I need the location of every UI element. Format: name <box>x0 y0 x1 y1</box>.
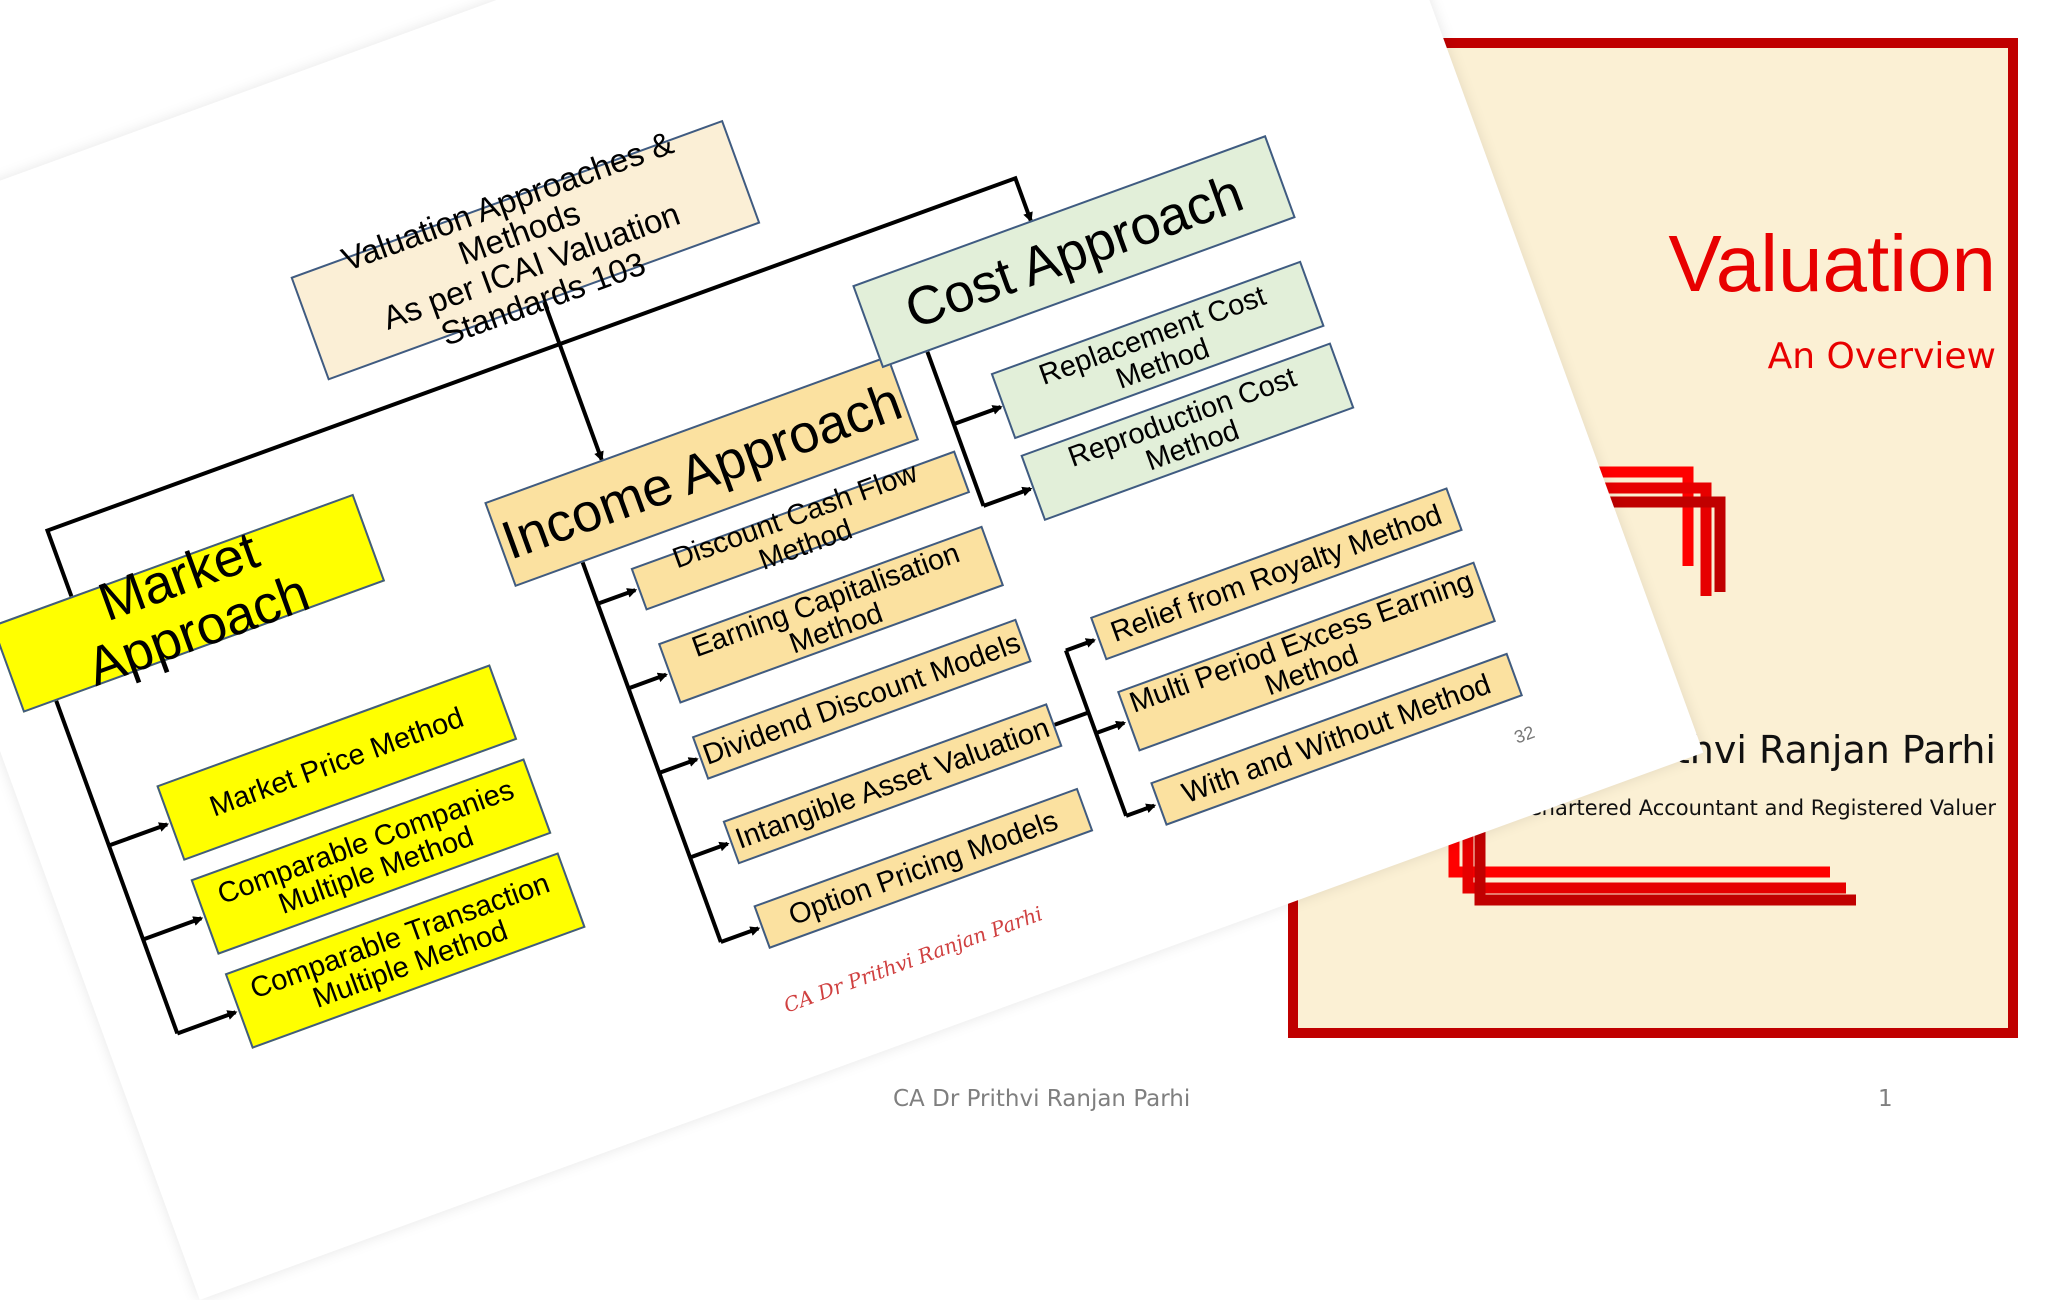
connector-lines <box>44 175 1157 1036</box>
presentation-subtitle: An Overview <box>1767 336 1996 377</box>
author-role: Chartered Accountant and Registered Valu… <box>1526 796 1996 820</box>
footer-page-number: 1 <box>1878 1086 1893 1112</box>
slide-canvas: Valuation An Overview CA Dr Prithvi Ranj… <box>0 38 2018 1112</box>
footer-author: CA Dr Prithvi Ranjan Parhi <box>893 1086 1191 1112</box>
valuation-diagram-slide: Valuation Approaches & Methods As per IC… <box>0 119 1538 1049</box>
presentation-title: Valuation <box>1668 219 1996 308</box>
